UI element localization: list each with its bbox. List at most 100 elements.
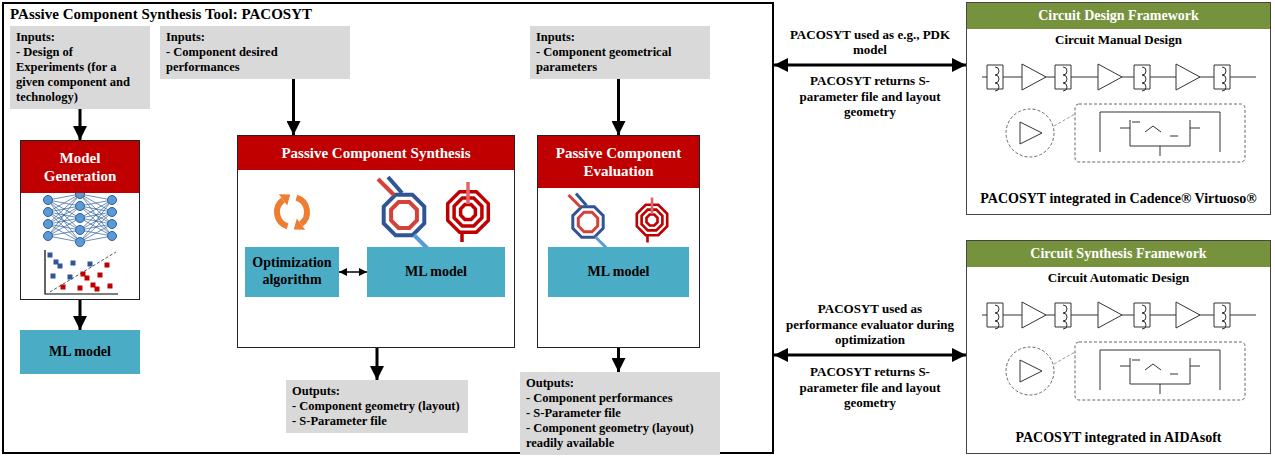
- network-link: [48, 218, 80, 236]
- model-box: Optimization algorithm: [245, 247, 339, 297]
- network-link: [80, 212, 112, 242]
- box-heading: Inputs:: [536, 30, 704, 45]
- network-link: [48, 212, 80, 242]
- box-heading: Outputs:: [292, 384, 462, 399]
- cycle-arrowhead: [279, 194, 290, 205]
- connector-arrow: [774, 64, 966, 67]
- inductor-icon: [448, 182, 489, 242]
- frame-title: PAssive Component Synthesis Tool: PACOSY…: [10, 6, 312, 23]
- plot-point: [81, 272, 86, 277]
- process-panel: Passive Component SynthesisOptimization …: [237, 135, 515, 348]
- transformer-port: [596, 237, 607, 248]
- network-link: [48, 194, 80, 224]
- optimization-cycle-icon: [274, 194, 310, 229]
- model-box: ML model: [20, 330, 140, 374]
- zoom-box: [1075, 342, 1245, 400]
- circuit-schematic: [982, 302, 1256, 400]
- inductor-port: [466, 182, 470, 204]
- network-neuron: [108, 220, 117, 229]
- box-label: Optimization algorithm: [249, 255, 335, 289]
- framework-panel: Circuit Design FrameworkCircuit Manual D…: [966, 2, 1271, 215]
- io-box: Inputs:- Component geometrical parameter…: [530, 26, 710, 79]
- plot-axes: [45, 250, 118, 294]
- amplifier-symbol: [1020, 122, 1042, 144]
- box-label: ML model: [49, 344, 111, 361]
- box-text: - Component performances: [526, 391, 714, 406]
- io-box: Outputs:- Component performances- S-Para…: [520, 372, 720, 455]
- differential-pair-symbol: [1100, 350, 1220, 394]
- amplifier-symbol: [1022, 64, 1046, 90]
- box-text: - Design of Experiments (for a given com…: [16, 45, 144, 105]
- panel-header: Passive Component Evaluation: [538, 136, 699, 188]
- transformer-icon: [378, 177, 428, 249]
- connector-arrow: [79, 109, 82, 140]
- network-neuron: [76, 238, 85, 247]
- box-text: - Component desired performances: [166, 45, 344, 75]
- io-box: Outputs:- Component geometry (layout)- S…: [286, 380, 468, 433]
- plot-point: [78, 286, 83, 291]
- network-neuron: [108, 232, 117, 241]
- panel-header: Passive Component Synthesis: [238, 136, 514, 170]
- coil-box: [1134, 303, 1150, 327]
- transformer-icon: [569, 194, 607, 248]
- plot-point: [105, 263, 110, 268]
- network-link: [80, 200, 112, 230]
- zoom-circle: [1006, 109, 1054, 157]
- plot-point: [48, 253, 53, 258]
- coil-box: [1214, 65, 1230, 89]
- network-neuron: [44, 220, 53, 229]
- coil-symbol: [1142, 67, 1146, 91]
- connector-label: PACOSYT used as e.g., PDK model: [780, 27, 960, 58]
- zoom-circle: [1006, 347, 1054, 395]
- box-text: - S-Parameter file: [292, 414, 462, 429]
- zoom-leader: [1054, 352, 1075, 364]
- coil-symbol: [1063, 67, 1067, 91]
- connector-arrow: [774, 354, 966, 357]
- inductor-port: [460, 232, 464, 242]
- inductor-turn: [647, 215, 658, 226]
- transformer-winding: [578, 212, 597, 231]
- amplifier-symbol: [1098, 64, 1122, 90]
- transformer-winding: [573, 207, 603, 237]
- plot-point: [68, 275, 73, 280]
- box-text: Circuit Automatic Design: [967, 270, 1270, 286]
- inductor-icon: [637, 198, 667, 243]
- process-panel: Model Generation: [20, 140, 140, 300]
- coil-box: [1214, 303, 1230, 327]
- differential-pair-symbol: [1100, 112, 1220, 156]
- plot-point: [91, 283, 96, 288]
- plot-point: [71, 261, 76, 266]
- model-box: ML model: [367, 247, 505, 297]
- network-link: [48, 206, 80, 236]
- connector-arrow: [617, 348, 620, 372]
- box-text: PACOSYT integrated in Cadence® Virtuoso®: [971, 191, 1266, 208]
- coil-box: [1055, 65, 1071, 89]
- box-text: - Component geometrical parameters: [536, 45, 704, 75]
- coil-box: [987, 65, 1003, 89]
- box-text: - Component geometry (layout): [292, 399, 462, 414]
- coil-box: [987, 303, 1003, 327]
- panel-header: Circuit Synthesis Framework: [967, 241, 1270, 267]
- network-neuron: [76, 202, 85, 211]
- box-text: - Component geometry (layout) readily av…: [526, 421, 714, 451]
- zoom-box: [1075, 104, 1245, 162]
- connector-arrow: [292, 79, 295, 135]
- coil-box: [1134, 65, 1150, 89]
- amplifier-symbol: [1098, 302, 1122, 328]
- network-neuron: [108, 196, 117, 205]
- transformer-winding: [391, 202, 417, 228]
- amplifier-symbol: [1022, 302, 1046, 328]
- plot-point: [88, 262, 93, 267]
- model-box: ML model: [548, 247, 689, 297]
- transformer-port: [388, 177, 402, 193]
- network-link: [80, 194, 112, 224]
- coil-symbol: [1222, 67, 1226, 91]
- network-neuron: [76, 226, 85, 235]
- connector-label: PACOSYT used as performance evaluator du…: [780, 301, 960, 348]
- coil-symbol: [995, 67, 999, 91]
- connector-arrow: [617, 79, 620, 135]
- neural-network-icon: [44, 190, 117, 247]
- circuit-schematic: [982, 64, 1256, 162]
- network-neuron: [44, 232, 53, 241]
